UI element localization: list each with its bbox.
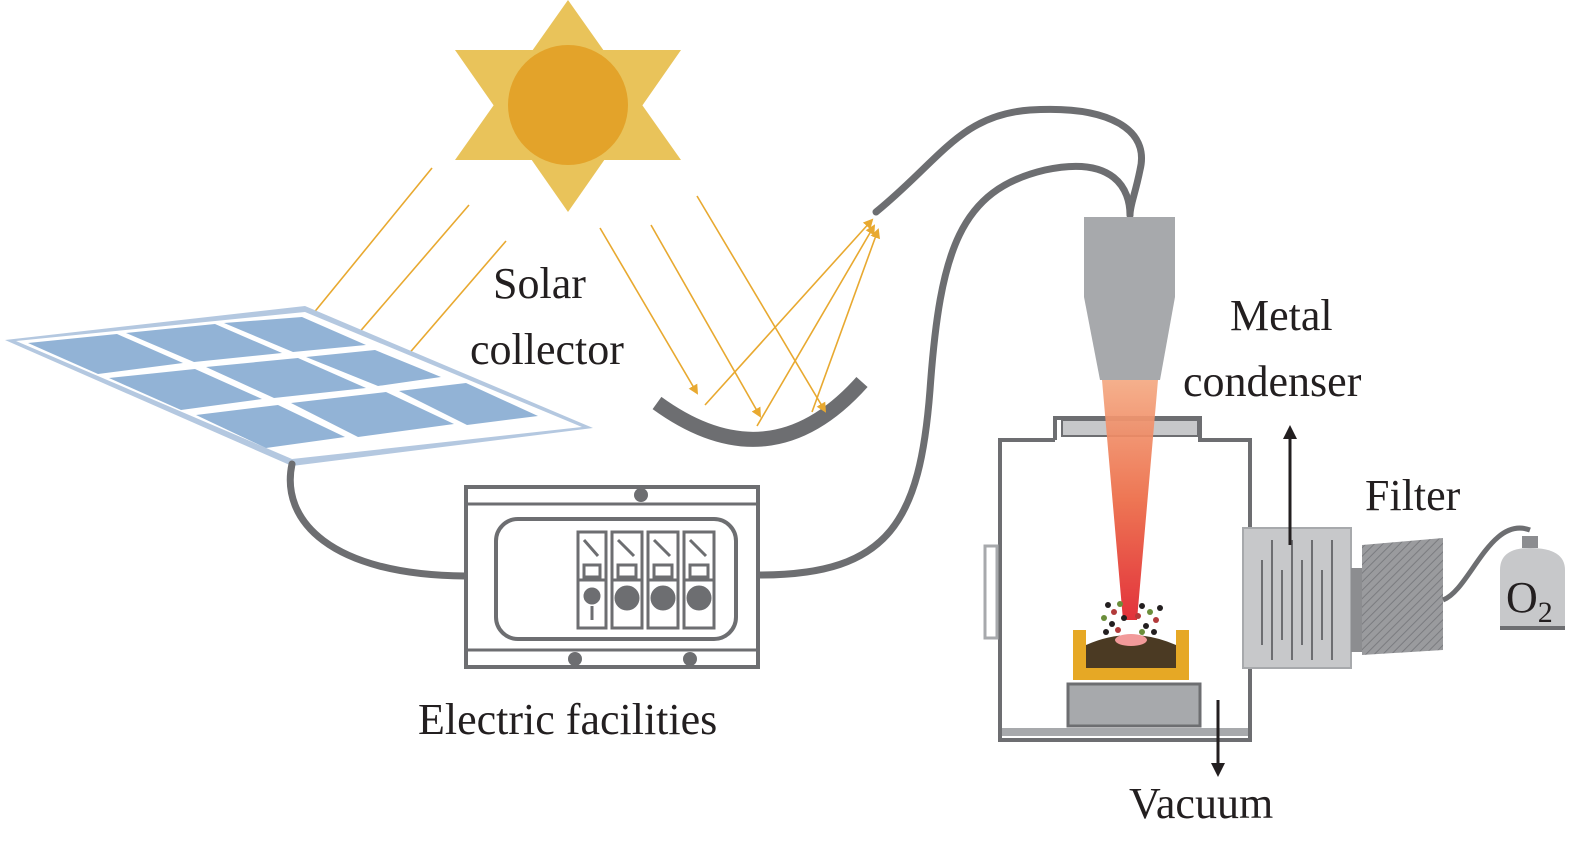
label-vacuum: Vacuum [1129,779,1273,828]
filter [1351,538,1443,655]
tank-base [1500,626,1565,630]
panel-cell [291,392,454,437]
sun-icon [455,0,681,212]
screw-icon [683,652,697,666]
chamber-floor [1002,728,1248,736]
ray [696,195,827,413]
condenser-fins [1261,540,1333,660]
oxygen-tank [1441,525,1565,630]
rays-reflected [704,218,880,427]
label-metal-condenser-2: condenser [1183,357,1362,406]
breaker-switch-icon [576,530,608,630]
solar-panel [5,306,593,466]
label-filter: Filter [1365,471,1461,520]
panel-cell [224,317,366,352]
metal-condenser [1242,527,1352,669]
panel-cell [126,324,282,362]
panel-cell [206,358,366,398]
label-solar-collector-1: Solar [493,259,586,308]
breaker-switch-icon [610,530,644,630]
ray [756,224,876,427]
label-oxygen-subscript: 2 [1538,596,1553,629]
filter-body [1362,538,1443,655]
crucible-assembly [1066,601,1202,728]
panel-cell [399,383,538,425]
label-oxygen: O2 [1506,573,1553,629]
concentrator-upper [1084,217,1175,297]
panel-cell [109,369,262,410]
breaker-switch-icon [646,530,680,630]
crucible-pedestal [1066,682,1202,728]
tank-body [1500,548,1565,630]
screw-icon [634,488,648,502]
focused-light-beam [1102,380,1158,620]
panel-cell [196,405,345,448]
label-metal-condenser-1: Metal [1230,291,1333,340]
breaker-switch-icon [682,530,716,630]
concentrator-cone [1084,297,1175,380]
panel-cell [28,334,183,374]
ray [599,227,699,395]
tank-valve [1522,536,1538,548]
sun-core [508,45,628,165]
regolith-melt [1086,635,1176,668]
label-solar-collector-2: collector [470,325,624,374]
cable-electric-to-condenser [756,162,1134,579]
concentrator-head [1084,217,1175,380]
electric-facilities-box [464,485,760,669]
panel-cell [306,350,441,386]
crucible [1073,630,1189,680]
ray [650,224,761,418]
cables [286,105,1145,580]
solar-collector-mirror [652,377,868,447]
oxygen-line [1441,525,1531,603]
ray [811,228,880,413]
condenser-body [1242,527,1352,669]
rays-to-mirror [599,195,827,418]
vapor-particles [1101,601,1163,635]
screw-icon [568,652,582,666]
melt-spot [1115,634,1147,646]
ray [704,218,874,406]
label-oxygen-main: O [1506,573,1538,622]
chamber-door-handle [983,544,999,640]
cable-panel-to-electric [286,460,469,580]
cable-collector-to-condenser [872,105,1145,219]
label-electric-facilities: Electric facilities [418,695,717,744]
